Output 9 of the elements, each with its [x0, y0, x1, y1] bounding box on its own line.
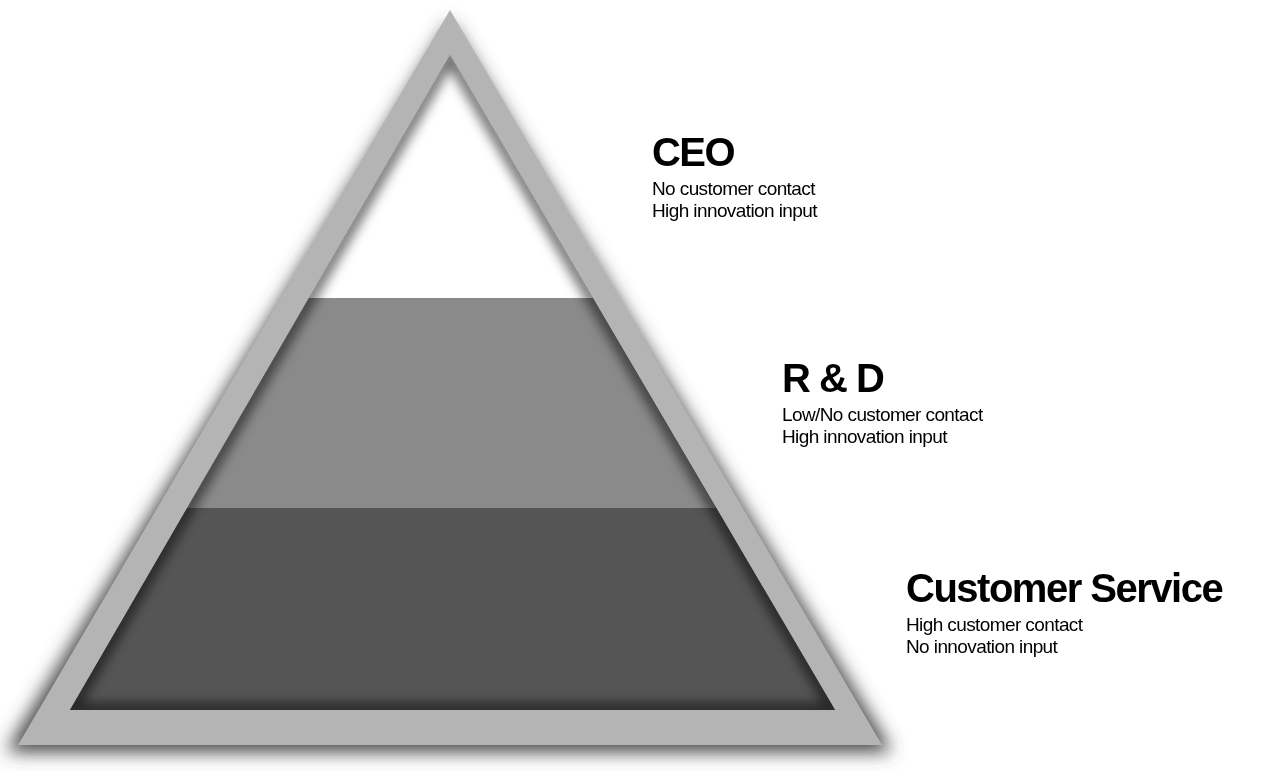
tier-description: High customer contact: [906, 614, 1084, 637]
tier-description: High innovation input: [652, 200, 817, 223]
tier-heading: R & D: [782, 356, 884, 400]
tier-description: No customer contact: [652, 178, 817, 201]
tier-heading: Customer Service: [906, 566, 1223, 610]
tier-description: High innovation input: [782, 426, 949, 449]
tier-description: No innovation input: [906, 636, 1059, 659]
tier-heading: CEO: [652, 130, 735, 174]
tier-description: Low/No customer contact: [782, 404, 983, 427]
